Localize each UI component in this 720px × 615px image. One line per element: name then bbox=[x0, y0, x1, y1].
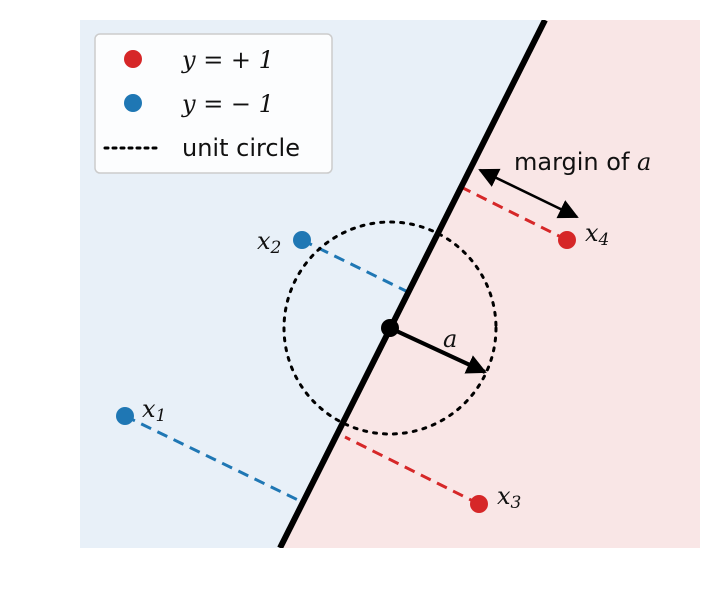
projection-x3 bbox=[344, 435, 480, 506]
vector-a-arrow bbox=[389, 326, 487, 374]
origin-dot bbox=[381, 319, 399, 337]
label-x4: x4 bbox=[585, 219, 609, 250]
legend-box bbox=[94, 33, 333, 174]
unit-circle bbox=[282, 220, 498, 436]
label-x3: x3 bbox=[497, 482, 521, 513]
point-x4 bbox=[558, 231, 576, 249]
decision-boundary bbox=[277, 20, 548, 548]
point-x1 bbox=[116, 407, 134, 425]
positive-region bbox=[280, 20, 700, 548]
point-x3 bbox=[470, 495, 488, 513]
margin-arrow bbox=[478, 168, 579, 219]
point-x2 bbox=[293, 231, 311, 249]
legend: y = + 1 y = − 1 unit circle bbox=[94, 33, 333, 174]
legend-label-circle: unit circle bbox=[182, 134, 300, 162]
label-x2: x2 bbox=[257, 227, 281, 258]
margin-label: margin of a bbox=[514, 148, 651, 176]
legend-marker-negative bbox=[124, 94, 142, 112]
legend-label-negative: y = − 1 bbox=[181, 90, 274, 118]
legend-marker-positive bbox=[124, 50, 142, 68]
legend-label-positive: y = + 1 bbox=[181, 46, 274, 74]
projection-x1 bbox=[124, 414, 299, 502]
vector-a-label: a bbox=[443, 325, 457, 353]
label-x1: x1 bbox=[142, 395, 166, 426]
